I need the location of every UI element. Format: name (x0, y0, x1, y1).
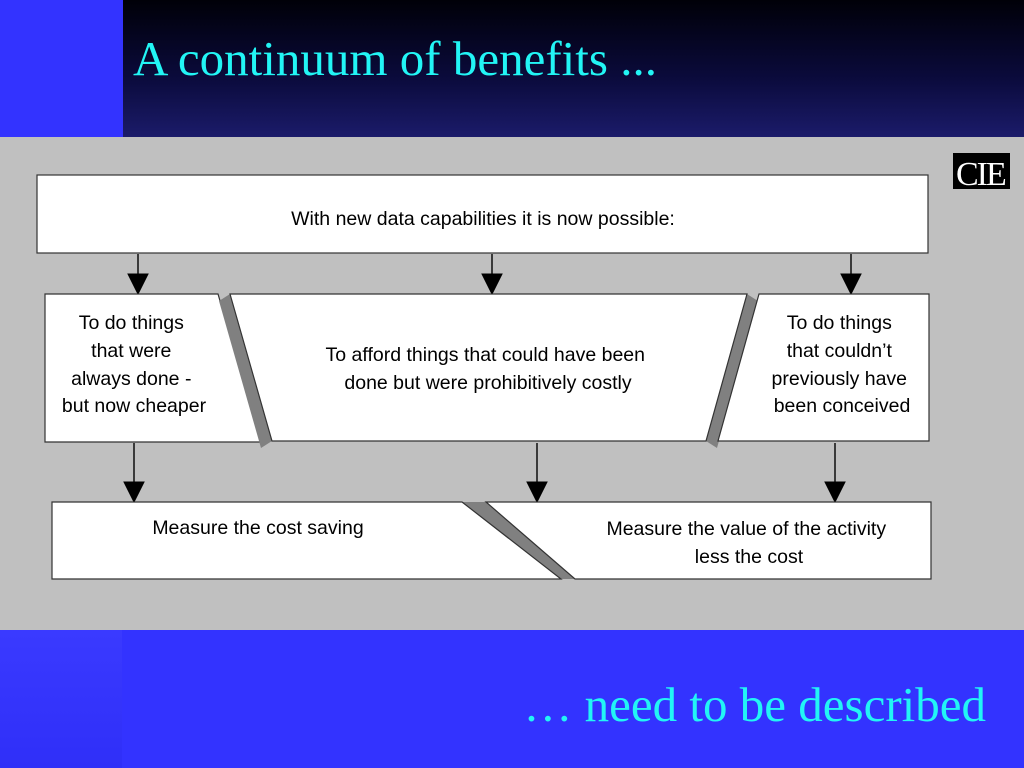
right-box-line: To do things (787, 312, 892, 334)
left-box-line: but now cheaper (62, 395, 207, 417)
right-box-line: previously have (772, 368, 908, 390)
middle-box-line: To afford things that could have been (326, 344, 645, 366)
right-box-line: that couldn’t (787, 340, 893, 362)
top-box-text: With new data capabilities it is now pos… (291, 208, 675, 230)
bottom-right-text: Measure the value of the activity less t… (606, 518, 891, 568)
left-box-line: always done - (71, 368, 191, 390)
middle-box-line: done but were prohibitively costly (344, 372, 631, 394)
left-box-line: To do things (79, 312, 184, 334)
right-box (717, 293, 930, 442)
middle-box-text: To afford things that could have been do… (326, 344, 651, 394)
bottom-right-line: Measure the value of the activity (606, 518, 886, 540)
bottom-right-box (484, 501, 932, 580)
middle-box (229, 293, 748, 442)
bottom-left-text: Measure the cost saving (152, 517, 363, 539)
slide-title: A continuum of benefits ... (133, 31, 657, 86)
right-box-text: To do things that couldn’t previously ha… (772, 312, 913, 417)
decorative-strip (0, 630, 122, 768)
left-box-text: To do things that were always done - but… (62, 312, 207, 417)
left-box-line: that were (91, 340, 171, 362)
logo-text: CIE (956, 156, 1006, 193)
middle-box-left-shadow (219, 294, 272, 448)
arrows-bottom (123, 443, 846, 504)
bottom-right-line: less the cost (695, 546, 804, 568)
cie-logo: CIE (953, 153, 1010, 193)
right-box-line: been conceived (774, 395, 911, 417)
bottom-left-box (51, 501, 563, 580)
bottom-divider-shadow (462, 502, 575, 579)
slide-footer-text: … need to be described (523, 677, 986, 732)
arrows-top (127, 254, 862, 296)
title-banner (123, 0, 1024, 137)
top-box (36, 174, 929, 254)
middle-box-right-shadow (706, 294, 758, 448)
